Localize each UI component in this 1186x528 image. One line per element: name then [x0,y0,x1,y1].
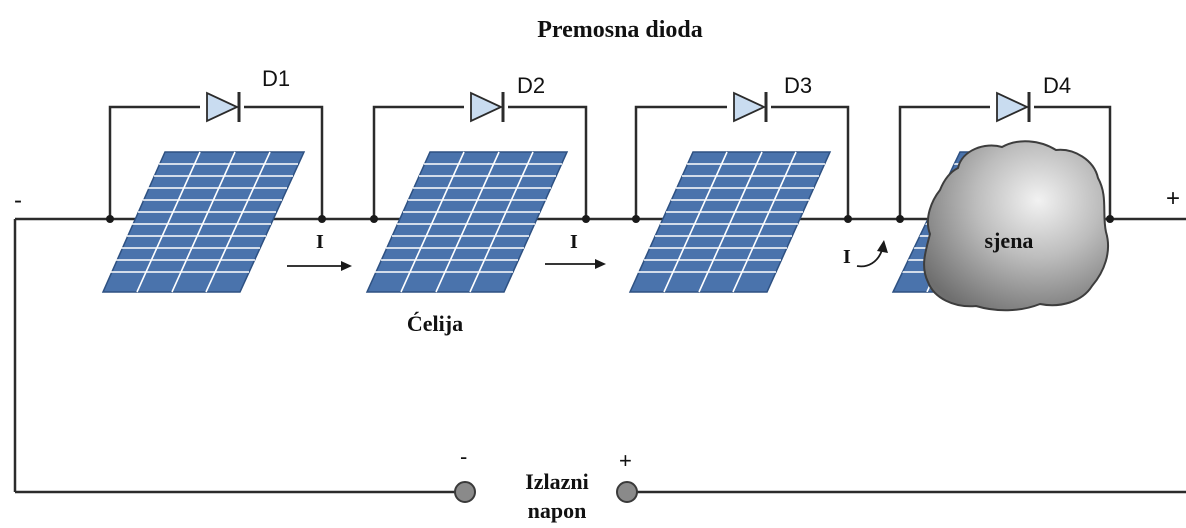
output-minus-label: - [460,444,467,469]
diagram-title: Premosna dioda [537,17,703,43]
diode-label-d3: D3 [784,73,812,98]
string-minus-label: - [14,187,22,214]
diode-label-d1: D1 [262,66,290,91]
junction-dots [106,215,1114,223]
solar-panel-1 [101,151,306,293]
cell-label: Ćelija [407,311,463,336]
current-arrow-1 [287,261,352,271]
shadow-label: sjena [985,228,1034,253]
diode-d3 [727,91,771,123]
current-label-3: I [843,246,851,268]
diode-d4 [990,91,1034,123]
current-arrow-2 [545,259,606,269]
current-label-2: I [570,231,578,253]
output-label-line2: napon [528,498,587,523]
output-label-line1: Izlazni [525,469,589,494]
diode-d2 [464,91,508,123]
solar-panel-3 [628,151,832,293]
current-arrow-3 [856,240,888,268]
output-plus-label: + [619,448,632,473]
string-plus-label: + [1166,185,1180,212]
output-terminal-minus [454,481,476,503]
diode-d1 [200,91,244,123]
output-terminal-plus [616,481,638,503]
shadow-blob [923,140,1110,312]
diode-label-d2: D2 [517,73,545,98]
diode-label-d4: D4 [1043,73,1071,98]
current-label-1: I [316,231,324,253]
solar-panel-2 [365,151,569,293]
